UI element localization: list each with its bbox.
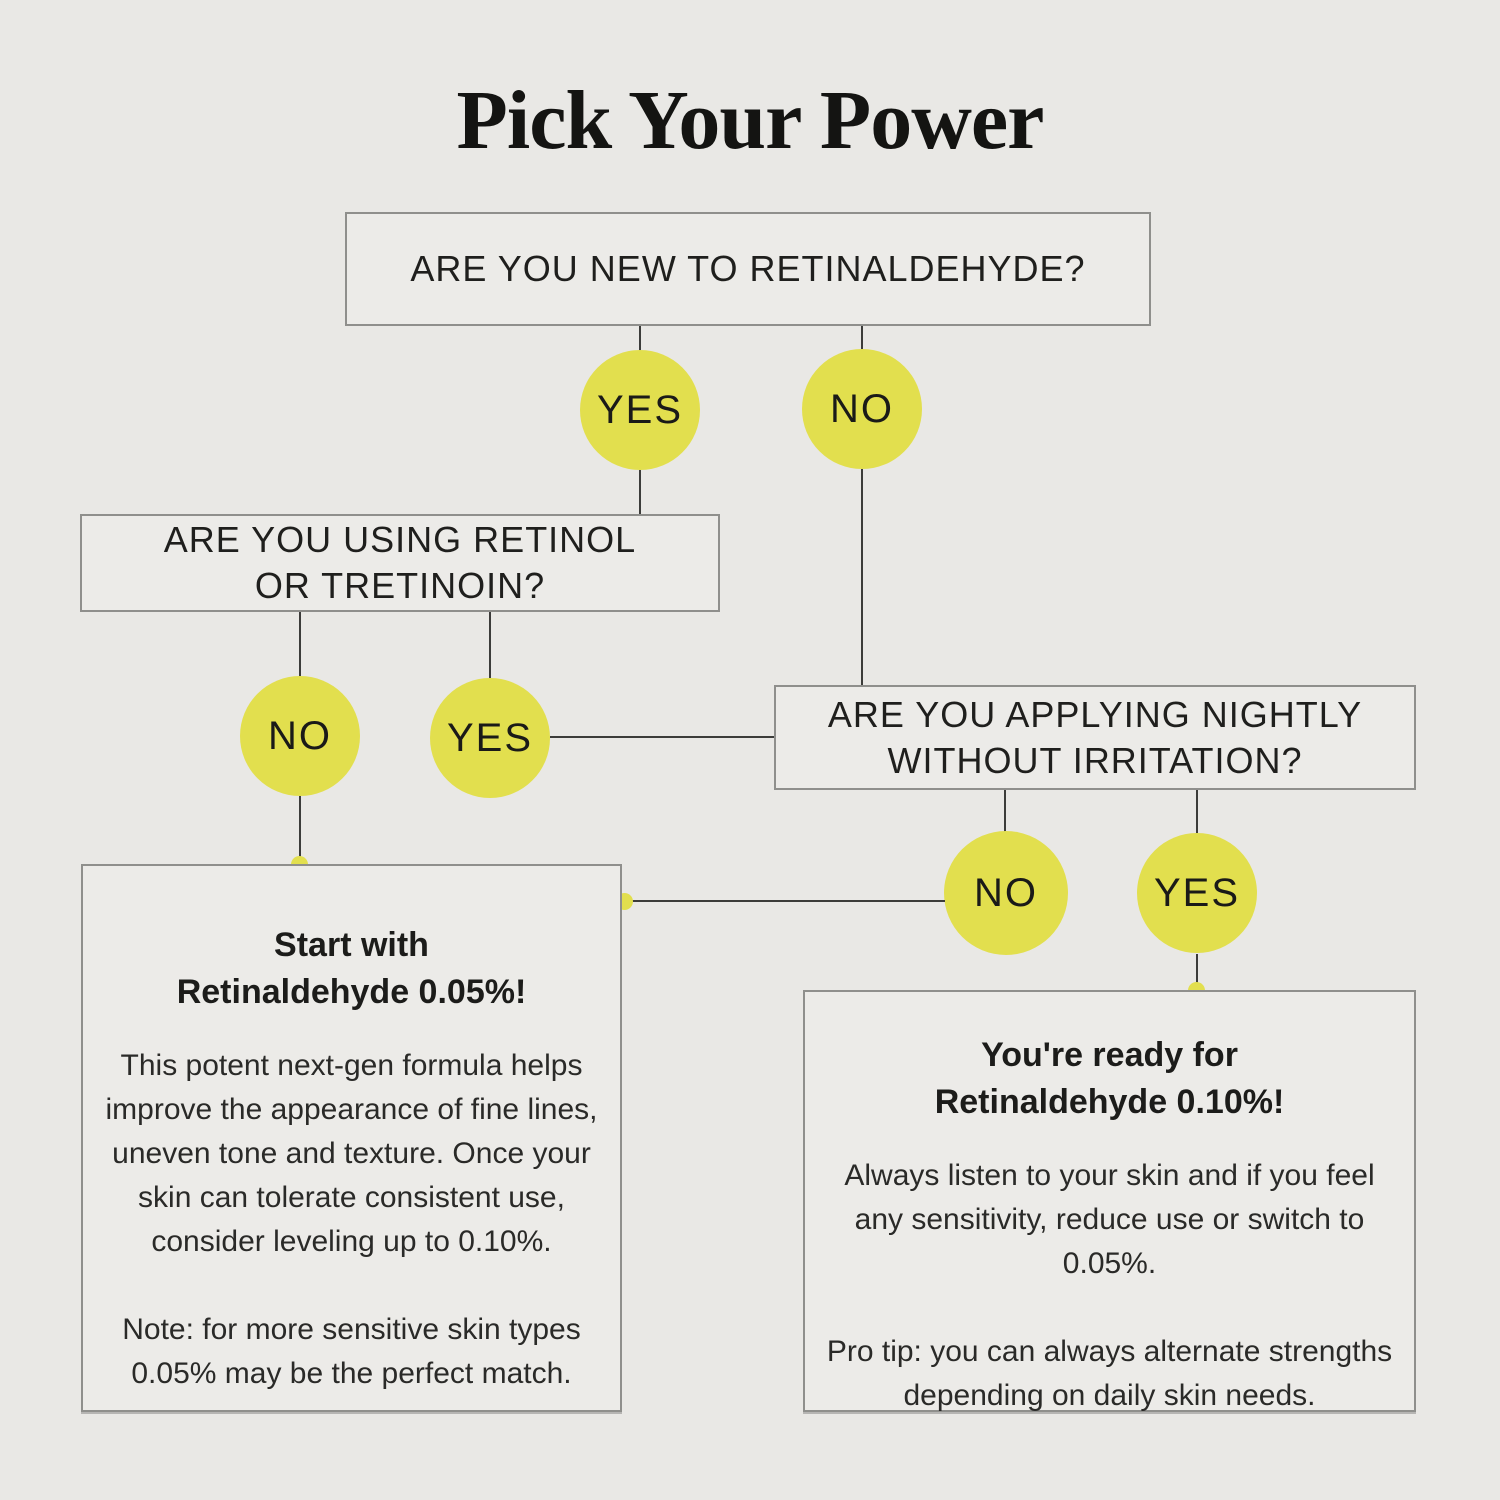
answer-circle-yes-q1: YES xyxy=(580,350,700,470)
question-box-new-to-retinaldehyde: ARE YOU NEW TO RETINALDEHYDE? xyxy=(345,212,1151,326)
result-title-line2: Retinaldehyde 0.05%! xyxy=(176,973,527,1011)
answer-label: YES xyxy=(446,715,534,760)
connector-line xyxy=(1196,954,1198,990)
result-note: Pro tip: you can always alternate streng… xyxy=(826,1335,1393,1412)
answer-circle-yes-q3: YES xyxy=(1137,833,1257,953)
result-note: Note: for more sensitive skin types 0.05… xyxy=(122,1313,581,1390)
result-box-retinaldehyde-005: Start with Retinaldehyde 0.05%! This pot… xyxy=(81,864,622,1412)
connector-line xyxy=(861,326,863,351)
connector-line xyxy=(639,326,641,352)
result-body: This potent next-gen formula helps impro… xyxy=(105,1049,598,1258)
answer-circle-no-q3: NO xyxy=(944,831,1068,955)
answer-label: YES xyxy=(596,387,684,432)
answer-label: NO xyxy=(974,870,1038,915)
answer-label: YES xyxy=(1153,870,1241,915)
connector-line xyxy=(550,736,774,738)
page-title: Pick Your Power xyxy=(456,74,1045,167)
question-text-line1: ARE YOU APPLYING NIGHTLY xyxy=(827,693,1363,735)
question-box-applying-nightly: ARE YOU APPLYING NIGHTLY WITHOUT IRRITAT… xyxy=(774,685,1416,790)
connector-line xyxy=(1004,790,1006,832)
result-title: You're ready for Retinaldehyde 0.10%! xyxy=(935,1032,1285,1126)
result-title-line1: You're ready for xyxy=(981,1036,1238,1074)
answer-label: NO xyxy=(268,713,332,758)
connector-line xyxy=(623,900,945,902)
connector-line xyxy=(639,470,641,514)
answer-label: NO xyxy=(830,386,894,431)
question-text-line1: ARE YOU USING RETINOL xyxy=(163,519,637,560)
result-title: Start with Retinaldehyde 0.05%! xyxy=(177,922,527,1016)
answer-circle-yes-q2: YES xyxy=(430,678,550,798)
connector-line xyxy=(489,612,491,678)
connector-line xyxy=(1196,790,1198,834)
connector-line xyxy=(299,612,301,676)
result-box-retinaldehyde-010: You're ready for Retinaldehyde 0.10%! Al… xyxy=(803,990,1416,1412)
result-body: Always listen to your skin and if you fe… xyxy=(844,1159,1375,1280)
answer-circle-no-q1: NO xyxy=(802,349,922,469)
question-text-line2: WITHOUT IRRITATION? xyxy=(887,739,1303,781)
question-text-line2: OR TRETINOIN? xyxy=(254,565,546,606)
question-text: ARE YOU NEW TO RETINALDEHYDE? xyxy=(410,248,1086,289)
connector-line xyxy=(299,796,301,864)
answer-circle-no-q2: NO xyxy=(240,676,360,796)
result-title-line1: Start with xyxy=(274,926,429,964)
result-title-line2: Retinaldehyde 0.10%! xyxy=(934,1083,1285,1121)
question-box-using-retinol: ARE YOU USING RETINOL OR TRETINOIN? xyxy=(80,514,720,612)
connector-line xyxy=(861,469,863,685)
